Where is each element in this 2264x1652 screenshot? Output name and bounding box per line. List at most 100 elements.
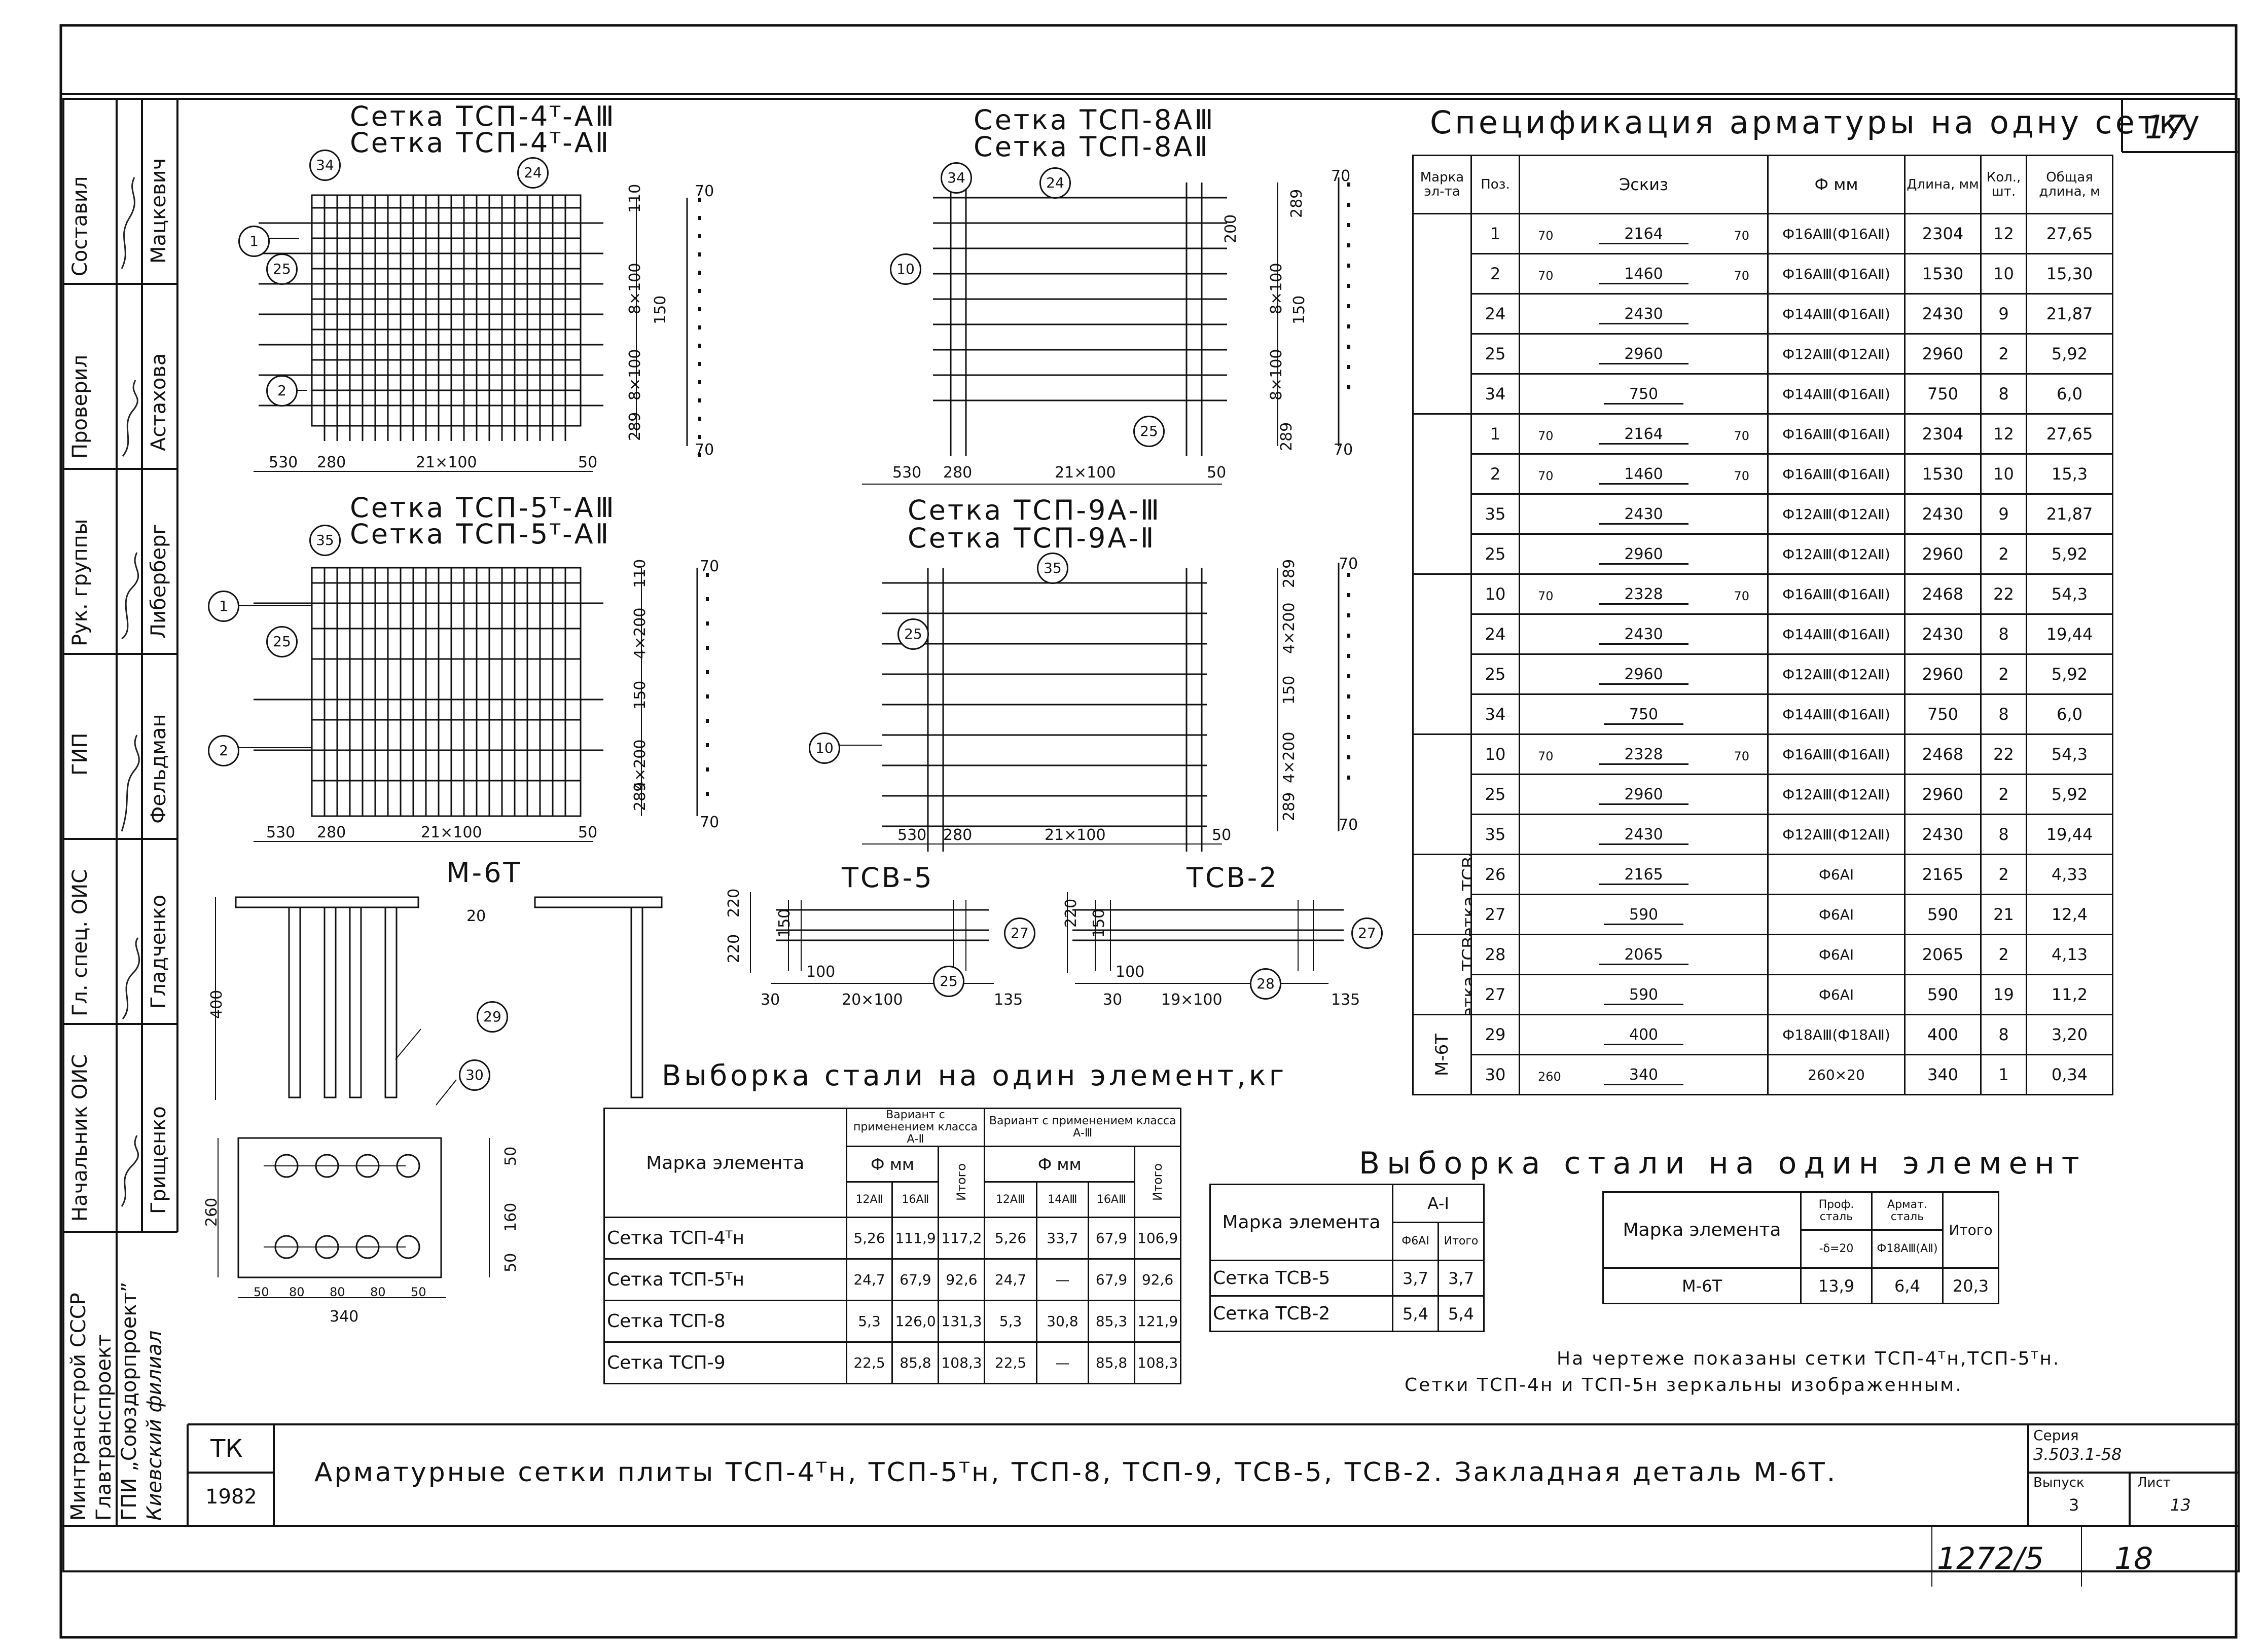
stamp-role: Проверил <box>68 354 92 459</box>
mesh-tsp8-title-1: Сетка ТСП-8АⅢ <box>974 104 1215 136</box>
callout-pos: 24 <box>1039 167 1071 199</box>
callout-pos: 25 <box>897 618 929 650</box>
spec-group-label-text: Сетка ТСВ-2 <box>1459 936 1471 1013</box>
vyborka-kg-mark: Сетка ТСП-9 <box>603 1341 847 1384</box>
dim-label: 19×100 <box>1161 991 1223 1009</box>
spec-total: 21,87 <box>2026 493 2113 535</box>
spec-qty: 2 <box>1980 653 2027 695</box>
spec-row: Сетка ТСП-4ᵀ-АⅢ(АⅡ)170702164Ф16АⅢ(Ф16АⅡ)… <box>1412 213 2113 415</box>
spec-pos: 2 <box>1470 453 1520 495</box>
spec-len: 750 <box>1904 693 1982 735</box>
vyborka-kg-value: 67,9 <box>891 1258 940 1301</box>
spec-pos: 35 <box>1470 814 1520 855</box>
callout-pos: 24 <box>517 157 549 189</box>
vyborka-kg-value: 121,9 <box>1134 1300 1181 1343</box>
footer-page: 18 <box>2114 1541 2153 1576</box>
vyb-m6t-h-itogo: Итого <box>1942 1191 1999 1269</box>
stamp-org-line: Минтрансстрой СССР <box>67 1293 90 1521</box>
dim-label: 160 <box>502 1202 520 1232</box>
spec-total: 21,87 <box>2026 293 2113 335</box>
spec-pos: 2 <box>1470 253 1520 295</box>
dim-label: 70 <box>695 441 714 459</box>
stamp-name: Фельдман <box>147 714 170 824</box>
spec-sketch-length: 590 <box>1603 986 1684 1005</box>
vyb-a1-row-mark: Сетка ТСВ-5 <box>1209 1260 1393 1297</box>
spec-pos: 24 <box>1470 613 1520 655</box>
spec-pos: 25 <box>1470 653 1520 695</box>
dim-label: 289 <box>1288 189 1306 218</box>
dim-label: 260 <box>203 1197 221 1227</box>
dim-label: 150 <box>1090 908 1108 938</box>
spec-total: 6,0 <box>2026 693 2113 735</box>
dim-label: 4×200 <box>1280 602 1298 654</box>
dim-label: 150 <box>652 295 669 324</box>
callout-pos: 29 <box>477 1001 508 1033</box>
spec-len: 2430 <box>1904 613 1982 655</box>
dim-label: 70 <box>700 814 720 831</box>
stamp-role: Гл. спец. ОИС <box>68 869 92 1016</box>
callout-pos: 34 <box>309 150 341 181</box>
spec-qty: 2 <box>1980 854 2027 895</box>
stamp-name: Либерберг <box>147 524 170 639</box>
spec-qty: 2 <box>1980 774 2027 815</box>
spec-total: 4,13 <box>2026 934 2113 975</box>
dim-label: 150 <box>631 680 649 710</box>
spec-len: 2065 <box>1904 934 1982 975</box>
stamp-org-line: ГПИ „Союздорпроект” <box>118 1281 141 1521</box>
spec-pos: 10 <box>1470 733 1520 775</box>
spec-dia: Ф12АⅢ(Ф12АⅡ) <box>1767 814 1906 855</box>
vyborka-kg-sub: 16АⅢ <box>1088 1181 1135 1218</box>
spec-sketch-length: 340 <box>1603 1066 1684 1085</box>
stamp-name: Грищенко <box>147 1106 170 1214</box>
dim-label: 70 <box>700 558 720 575</box>
spec-len: 750 <box>1904 373 1982 415</box>
spec-sketch-length: 2328 <box>1599 585 1688 605</box>
callout-pos: 30 <box>459 1059 490 1091</box>
spec-qty: 19 <box>1980 974 2027 1015</box>
spec-len: 590 <box>1904 974 1982 1015</box>
dim-label: 21×100 <box>416 454 477 471</box>
spec-sketch-hook: 260 <box>1538 1070 1561 1084</box>
stamp-role: Начальник ОИС <box>68 1054 92 1222</box>
callout-pos: 25 <box>1133 416 1165 447</box>
spec-dia: Ф14АⅢ(Ф16АⅡ) <box>1767 293 1906 335</box>
spec-total: 12,4 <box>2026 894 2113 935</box>
dim-label: 50 <box>578 824 598 841</box>
vyb-a1-h-itogo: Итого <box>1438 1222 1485 1261</box>
spec-qty: 10 <box>1980 453 2027 495</box>
vyb-m6t-row-a: 13,9 <box>1800 1267 1873 1304</box>
spec-dia: Ф6АⅠ <box>1767 854 1906 895</box>
vyb-a1-h-mark: Марка элемента <box>1209 1184 1393 1261</box>
vyb-a1-row-mark: Сетка ТСВ-2 <box>1209 1295 1393 1332</box>
stamp-org-line: Киевский филиал <box>143 1330 166 1521</box>
spec-group-label: Сетка ТСП-9А(Ⅲ)(АⅡ) <box>1412 733 1472 855</box>
spec-group-label: Сетка ТСП-8АⅢ(АⅡ) <box>1412 573 1472 735</box>
vyb-a1-row-b: 5,4 <box>1438 1295 1485 1332</box>
vyborka2-title: Выборка стали на один элемент <box>1359 1146 2087 1181</box>
title-block-tk: ТК <box>210 1435 243 1463</box>
dim-label: 530 <box>266 824 296 841</box>
spec-dia: Ф12АⅢ(Ф12АⅡ) <box>1767 533 1906 575</box>
spec-sketch-hook: 70 <box>1538 429 1554 443</box>
vyborka-kg-h-itogo: Итого <box>938 1146 986 1218</box>
dim-label: 110 <box>626 183 644 213</box>
spec-title: Спецификация арматуры на одну сетку <box>1430 104 2203 141</box>
dim-label: 289 <box>626 412 644 441</box>
spec-sketch: 2960 <box>1519 333 1769 375</box>
spec-pos: 10 <box>1470 573 1520 615</box>
vyborka-kg-value: 5,3 <box>984 1300 1037 1343</box>
spec-sketch: 2430 <box>1519 814 1769 855</box>
callout-pos: 28 <box>1250 968 1281 1000</box>
vyborka-kg-value: 85,8 <box>891 1341 940 1384</box>
spec-pos: 25 <box>1470 774 1520 815</box>
spec-sketch: 400 <box>1519 1014 1769 1055</box>
